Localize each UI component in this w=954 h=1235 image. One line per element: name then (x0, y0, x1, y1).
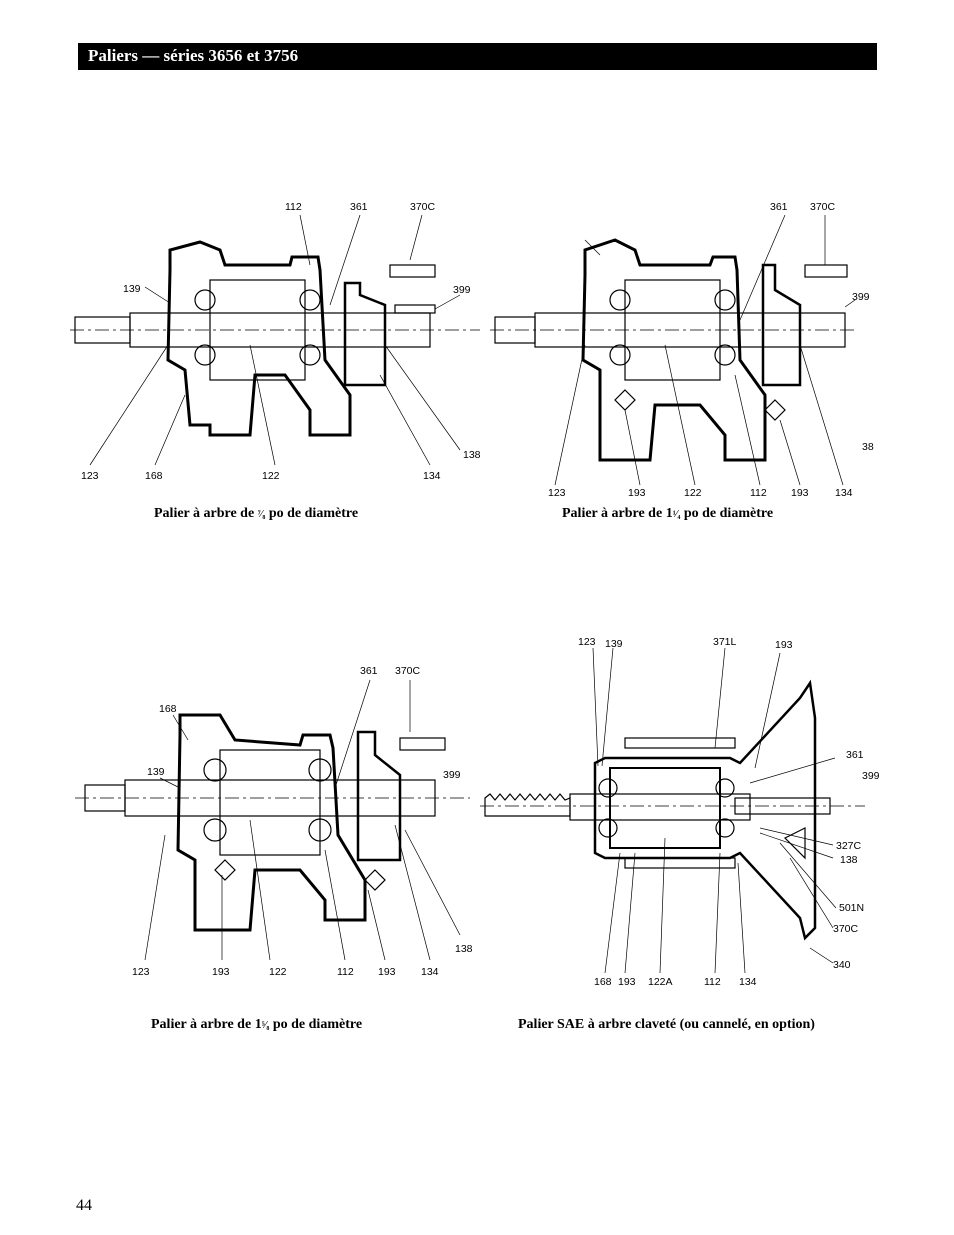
callout-327c: 327C (836, 840, 862, 852)
callout-193: 193 (791, 487, 809, 499)
callout-123: 123 (578, 636, 596, 648)
bearing-drawing-7-8: 112 361 370C 139 399 138 123 168 122 134 (70, 201, 481, 482)
callout-112: 112 (285, 201, 302, 213)
callout-370c: 370C (410, 201, 436, 213)
figure-bearing-1-1-4: 361 370C 399 38 123 193 122 112 193 134 (485, 195, 885, 505)
callout-122: 122 (269, 966, 287, 978)
callout-123: 123 (548, 487, 566, 499)
callout-193: 193 (212, 966, 230, 978)
figure-bearing-1-5-8: 361 370C 168 139 399 138 123 193 122 112… (70, 660, 490, 985)
callout-371l: 371L (713, 636, 737, 648)
callout-134: 134 (739, 976, 757, 988)
callout-399: 399 (443, 769, 461, 781)
callout-123: 123 (81, 470, 99, 482)
bearing-drawing-1-1-4: 361 370C 399 38 123 193 122 112 193 134 (490, 201, 874, 499)
caption-figure-2: Palier à arbre de 1¹⁄₄ po de diamètre (562, 506, 774, 521)
callout-370c: 370C (833, 923, 859, 935)
callout-361: 361 (846, 749, 864, 761)
callout-399: 399 (453, 284, 471, 296)
callout-138: 138 (840, 854, 858, 866)
callout-370c: 370C (810, 201, 836, 213)
callout-134: 134 (421, 966, 439, 978)
caption-figure-4: Palier SAE à arbre claveté (ou cannelé, … (518, 1017, 815, 1032)
callout-168: 168 (145, 470, 163, 482)
callout-134: 134 (423, 470, 441, 482)
section-header-bar: Paliers — séries 3656 et 3756 (78, 43, 877, 70)
callout-370c: 370C (395, 665, 421, 677)
callout-38: 38 (862, 441, 874, 453)
callout-134: 134 (835, 487, 853, 499)
callout-399: 399 (852, 291, 870, 303)
callout-112: 112 (750, 487, 767, 499)
callout-168: 168 (594, 976, 612, 988)
callout-112: 112 (337, 966, 354, 978)
callout-361: 361 (350, 201, 368, 213)
bearing-drawing-sae: 123 139 371L 193 361 399 327C 138 501N 3… (480, 636, 880, 988)
callout-361: 361 (360, 665, 378, 677)
callout-193: 193 (628, 487, 646, 499)
callout-138: 138 (455, 943, 473, 955)
callout-112: 112 (704, 976, 721, 988)
callout-139: 139 (147, 766, 165, 778)
callout-123: 123 (132, 966, 150, 978)
callout-193: 193 (618, 976, 636, 988)
callout-193: 193 (378, 966, 396, 978)
callout-193: 193 (775, 639, 793, 651)
caption-figure-1: Palier à arbre de ⁷⁄₈ po de diamètre (154, 506, 359, 521)
section-title: Paliers — séries 3656 et 3756 (88, 46, 299, 65)
bearing-drawing-1-5-8: 361 370C 168 139 399 138 123 193 122 112… (75, 665, 473, 978)
callout-122: 122 (262, 470, 280, 482)
callout-168: 168 (159, 703, 177, 715)
callout-501n: 501N (839, 902, 864, 914)
callout-122: 122 (684, 487, 702, 499)
caption-figure-3: Palier à arbre de 1⁵⁄₈ po de diamètre (151, 1017, 363, 1032)
figure-bearing-7-8: 112 361 370C 139 399 138 123 168 122 134 (60, 195, 500, 495)
callout-361: 361 (770, 201, 788, 213)
callout-340: 340 (833, 959, 851, 971)
callout-399: 399 (862, 770, 880, 782)
callout-122a: 122A (648, 976, 673, 988)
callout-138: 138 (463, 449, 481, 461)
callout-139: 139 (605, 638, 623, 650)
page-number: 44 (76, 1197, 92, 1214)
callout-139: 139 (123, 283, 141, 295)
figure-bearing-sae: 123 139 371L 193 361 399 327C 138 501N 3… (480, 628, 900, 998)
